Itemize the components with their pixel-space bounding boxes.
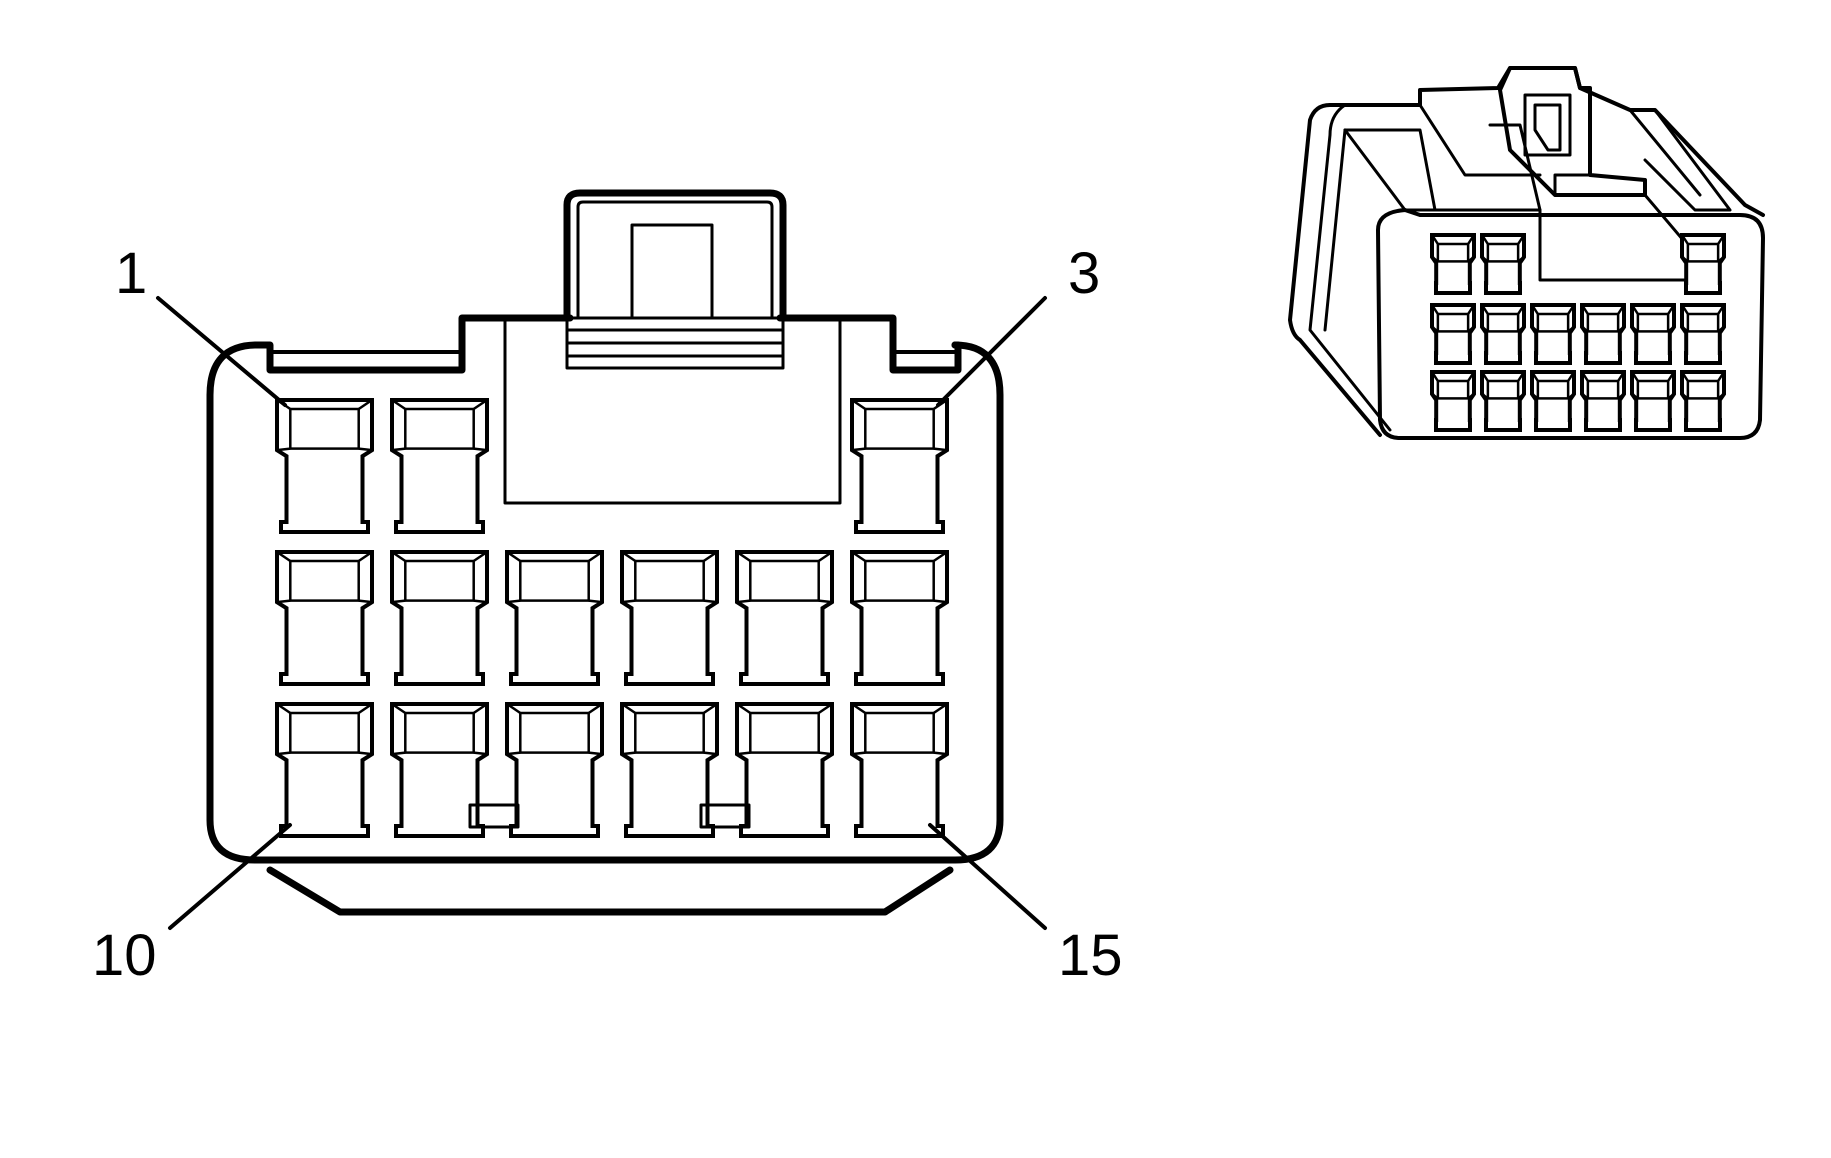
iso-terminal-cavity xyxy=(1680,370,1726,432)
leader-line-pin-10 xyxy=(168,823,292,930)
terminal-cavity xyxy=(505,702,604,838)
iso-terminal-cavity xyxy=(1580,370,1626,432)
pin-label-15: 15 xyxy=(1058,923,1123,988)
terminal-cavity xyxy=(620,702,719,838)
terminal-cavity xyxy=(735,702,834,838)
terminal-cavity xyxy=(505,550,604,686)
terminal-cavity xyxy=(390,398,489,534)
iso-terminal-cavity xyxy=(1530,370,1576,432)
iso-terminal-cavity xyxy=(1430,233,1476,295)
iso-terminal-cavity xyxy=(1480,370,1526,432)
pin-label-1: 1 xyxy=(115,241,147,306)
housing-outline xyxy=(206,341,1004,864)
iso-latch xyxy=(1498,66,1647,197)
leader-line-pin-15 xyxy=(928,823,1047,930)
terminal-cavity xyxy=(275,702,374,838)
cavity-bridge xyxy=(699,803,751,829)
terminal-cavity xyxy=(850,398,949,534)
iso-side-edge xyxy=(1308,103,1392,432)
cavity-bridge xyxy=(468,803,520,829)
locking-tab xyxy=(563,189,787,370)
leader-line-pin-1 xyxy=(156,296,287,407)
iso-top-edge xyxy=(1418,103,1542,177)
terminal-cavity xyxy=(850,550,949,686)
iso-terminal-cavity xyxy=(1480,303,1526,365)
connector-isometric-view xyxy=(1288,66,1765,440)
iso-top-edge xyxy=(1343,123,1542,212)
cavity-grid xyxy=(275,398,949,838)
iso-front-face xyxy=(1376,208,1765,440)
iso-terminal-cavity xyxy=(1430,303,1476,365)
iso-terminal-cavity xyxy=(1530,303,1576,365)
iso-terminal-cavity xyxy=(1580,303,1626,365)
pin-label-3: 3 xyxy=(1068,241,1100,306)
leader-line-pin-3 xyxy=(936,296,1047,407)
iso-terminal-cavity xyxy=(1680,233,1726,295)
iso-terminal-cavity xyxy=(1680,303,1726,365)
iso-side-face xyxy=(1288,103,1382,437)
iso-terminal-cavity xyxy=(1630,303,1676,365)
terminal-cavity xyxy=(620,550,719,686)
iso-terminal-cavity xyxy=(1630,370,1676,432)
terminal-cavity xyxy=(390,702,489,838)
terminal-cavity xyxy=(275,398,374,534)
center-recess xyxy=(503,316,842,505)
iso-terminal-cavity xyxy=(1480,233,1526,295)
iso-cavity-grid xyxy=(1430,233,1726,432)
housing-bottom-skirt xyxy=(266,866,954,916)
housing-top-right xyxy=(776,314,962,374)
housing-top-left xyxy=(253,314,574,374)
terminal-cavity xyxy=(275,550,374,686)
iso-top-edge xyxy=(1628,108,1702,197)
connector-face-view: 1 3 10 15 xyxy=(92,189,1123,988)
terminal-cavity xyxy=(850,702,949,838)
iso-terminal-cavity xyxy=(1430,370,1476,432)
terminal-cavity xyxy=(735,550,834,686)
iso-side-edge xyxy=(1323,128,1347,332)
iso-top-edge xyxy=(1643,108,1732,212)
terminal-cavity xyxy=(390,550,489,686)
pin-label-10: 10 xyxy=(92,923,157,988)
iso-top-edge xyxy=(1538,193,1702,282)
